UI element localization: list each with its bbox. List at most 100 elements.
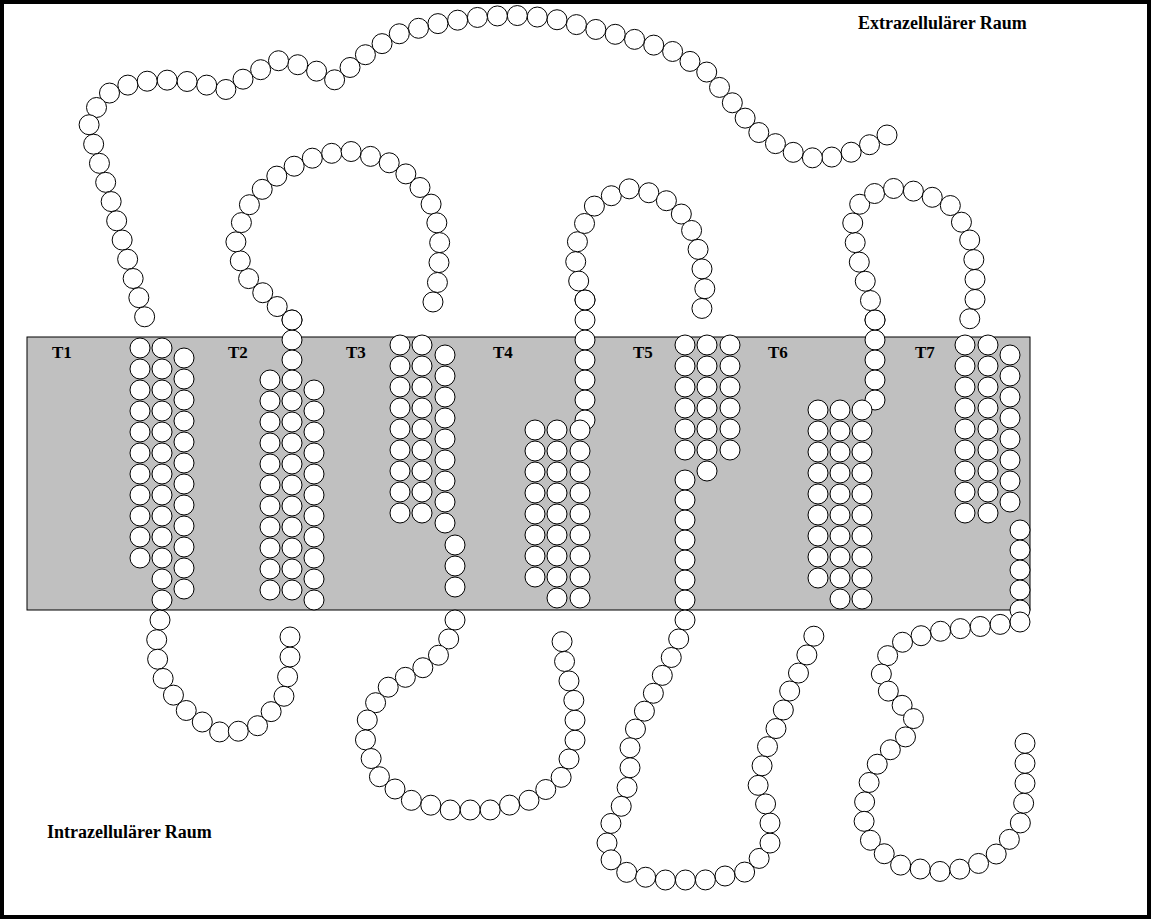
amino-acid [284, 156, 304, 176]
amino-acid [569, 271, 589, 291]
amino-acid [547, 525, 567, 545]
amino-acid [1010, 560, 1030, 580]
amino-acid [575, 290, 595, 310]
amino-acid [617, 862, 637, 882]
amino-acid [304, 506, 324, 526]
amino-acid [435, 429, 455, 449]
amino-acid [430, 233, 450, 253]
amino-acid [865, 310, 885, 330]
amino-acid [282, 330, 302, 350]
amino-acid [720, 440, 740, 460]
amino-acid [260, 580, 280, 600]
amino-acid [547, 546, 567, 566]
amino-acid [390, 335, 410, 355]
amino-acid [304, 485, 324, 505]
amino-acid [852, 463, 872, 483]
amino-acid [675, 398, 695, 418]
amino-acid [551, 767, 571, 787]
amino-acid [964, 250, 984, 270]
amino-acid [130, 443, 150, 463]
amino-acid [130, 401, 150, 421]
amino-acid [669, 629, 689, 649]
amino-acid [123, 268, 143, 288]
amino-acid [480, 800, 500, 820]
amino-acid [152, 548, 172, 568]
amino-acid [697, 398, 717, 418]
amino-acid [152, 506, 172, 526]
amino-acid [412, 503, 432, 523]
amino-acid [661, 647, 681, 667]
helix-label: T2 [228, 344, 248, 361]
amino-acid [605, 24, 625, 44]
amino-acid [1000, 408, 1020, 428]
amino-acid [304, 464, 324, 484]
amino-acid [830, 463, 850, 483]
amino-acid [130, 359, 150, 379]
amino-acid [390, 503, 410, 523]
amino-acid [174, 390, 194, 410]
amino-acid [680, 51, 700, 71]
amino-acid [639, 183, 659, 203]
amino-acid [174, 495, 194, 515]
amino-acid [260, 433, 280, 453]
amino-acid [282, 350, 302, 370]
amino-acid [228, 721, 248, 741]
amino-acid [412, 419, 432, 439]
amino-acid [118, 75, 138, 95]
amino-acid [322, 143, 342, 163]
amino-acid [697, 461, 717, 481]
amino-acid [527, 7, 547, 27]
amino-acid [412, 398, 432, 418]
amino-acid [575, 350, 595, 370]
amino-acid [567, 232, 587, 252]
amino-acid [152, 485, 172, 505]
amino-acid [960, 230, 980, 250]
amino-acid [978, 335, 998, 355]
amino-acid [390, 461, 410, 481]
amino-acid [445, 556, 465, 576]
amino-acid [428, 14, 448, 34]
amino-acid [260, 517, 280, 537]
amino-acid [830, 568, 850, 588]
amino-acid [565, 730, 585, 750]
amino-acid [720, 419, 740, 439]
amino-acid [586, 19, 606, 39]
amino-acid [570, 546, 590, 566]
amino-acid [216, 79, 236, 99]
amino-acid [617, 778, 637, 798]
amino-acid [570, 525, 590, 545]
amino-acid [435, 471, 455, 491]
amino-acid [978, 356, 998, 376]
helix-label: T5 [633, 344, 653, 361]
amino-acid [412, 482, 432, 502]
amino-acid [720, 356, 740, 376]
amino-acid [341, 142, 361, 162]
amino-acid [570, 504, 590, 524]
amino-acid [174, 516, 194, 536]
amino-acid [395, 667, 415, 687]
amino-acid [843, 213, 863, 233]
amino-acid [282, 433, 302, 453]
amino-acid [1010, 612, 1030, 632]
helix-label: T7 [915, 344, 935, 361]
amino-acid [930, 861, 950, 881]
amino-acid [969, 853, 989, 873]
amino-acid [260, 538, 280, 558]
amino-acid [697, 419, 717, 439]
amino-acid [978, 398, 998, 418]
helix-label: T4 [493, 344, 513, 361]
amino-acid [130, 464, 150, 484]
amino-acid [797, 645, 817, 665]
amino-acid [390, 440, 410, 460]
amino-acid [780, 681, 800, 701]
helix-label: T1 [52, 344, 72, 361]
amino-acid [307, 61, 327, 81]
amino-acid [174, 537, 194, 557]
amino-acid [1014, 793, 1034, 813]
amino-acid [852, 421, 872, 441]
amino-acid [412, 335, 432, 355]
amino-acid [260, 559, 280, 579]
amino-acid [130, 338, 150, 358]
amino-acid [855, 271, 875, 291]
amino-acid [808, 547, 828, 567]
